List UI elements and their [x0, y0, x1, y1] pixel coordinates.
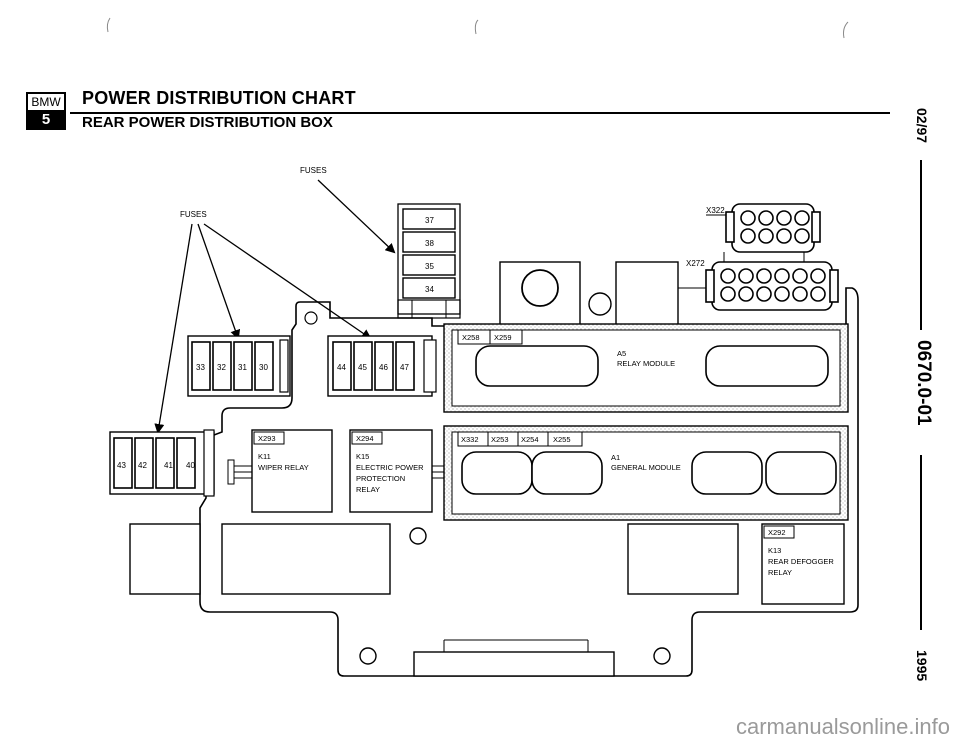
mounting-hole-bottom-right [653, 647, 671, 665]
relay-k13-id: K13 [768, 546, 781, 555]
fuses-left-arrows [154, 223, 372, 434]
page-subtitle: REAR POWER DISTRIBUTION BOX [82, 114, 333, 131]
connector-x293-label: X293 [258, 434, 276, 443]
relay-k13-name-1: REAR DEFOGGER [768, 557, 834, 566]
relay-k11-name: WIPER RELAY [258, 463, 309, 472]
logo-series-number: 5 [28, 112, 64, 128]
module-a5-id: A5 [617, 349, 626, 358]
logo-bmw-text: BMW [28, 94, 64, 112]
mounting-hole-bottom-left [359, 647, 377, 665]
fuses-label-left: FUSES [180, 210, 207, 219]
fuse-40-label: 40 [186, 461, 195, 470]
bottom-bracket [413, 651, 615, 677]
relay-k15: X294 K15 ELECTRIC POWER PROTECTION RELAY [349, 429, 444, 513]
fuse-42-label: 42 [138, 461, 147, 470]
module-a1-name: GENERAL MODULE [611, 463, 681, 472]
fuse-43-label: 43 [117, 461, 126, 470]
fuse-37-label: 37 [425, 216, 434, 225]
connector-x272 [705, 261, 839, 311]
connector-x255-label: X255 [553, 435, 571, 444]
fuse-32-label: 32 [217, 363, 226, 372]
connector-x332-label: X332 [461, 435, 479, 444]
title-rule [70, 112, 890, 114]
fuse-stack-top: 37 38 35 34 [402, 208, 456, 299]
lower-blank-slot-left [221, 523, 391, 595]
connector-x253-label: X253 [491, 435, 509, 444]
general-module-a1: X332 X253 X254 X255 A1 GENERAL MODULE [443, 425, 849, 521]
module-a5-name: RELAY MODULE [617, 359, 675, 368]
fuse-44-label: 44 [337, 363, 346, 372]
relay-k13-name-2: RELAY [768, 568, 792, 577]
relay-k11: X293 K11 WIPER RELAY [227, 429, 333, 513]
relay-k15-name-2: PROTECTION [356, 474, 405, 483]
page-title: POWER DISTRIBUTION CHART [82, 88, 356, 108]
fuse-group-b: 44 45 46 47 [327, 335, 437, 397]
bmw-5-series-logo: BMW 5 [26, 92, 66, 130]
fuse-45-label: 45 [358, 363, 367, 372]
connector-x294-label: X294 [356, 434, 374, 443]
fuse-47-label: 47 [400, 363, 409, 372]
lower-blank-slot-right [627, 523, 739, 595]
connector-x272-label: X272 [686, 259, 705, 268]
blank-housing [615, 261, 679, 327]
fuse-46-label: 46 [379, 363, 388, 372]
relay-k15-name-1: ELECTRIC POWER [356, 463, 424, 472]
connector-x254-label: X254 [521, 435, 539, 444]
connector-x322 [725, 203, 821, 253]
scan-marks [106, 17, 849, 39]
housing-outline [199, 287, 859, 677]
watermark: carmanualsonline.info [735, 714, 950, 739]
fuse-group-a: 33 32 31 30 [187, 335, 291, 397]
fuse-35-label: 35 [425, 262, 434, 271]
fuse-31-label: 31 [238, 363, 247, 372]
fuses-top-arrow [317, 179, 396, 254]
relay-module-a5: X258 X259 A5 RELAY MODULE [443, 323, 849, 413]
relay-k15-name-3: RELAY [356, 485, 380, 494]
fuse-33-label: 33 [196, 363, 205, 372]
fuse-30-label: 30 [259, 363, 268, 372]
relay-k11-id: K11 [258, 452, 271, 461]
mounting-hole-lower [409, 527, 427, 545]
fuse-38-label: 38 [425, 239, 434, 248]
fuse-34-label: 34 [425, 285, 434, 294]
fuse-stack-housing [397, 203, 461, 315]
mounting-hole [588, 292, 612, 316]
mounting-hole-small [304, 311, 318, 325]
relay-k13: X292 K13 REAR DEFOGGER RELAY [761, 523, 845, 605]
connector-x292-label: X292 [768, 528, 786, 537]
fuses-label-top: FUSES [300, 166, 327, 175]
mounting-stud [521, 269, 559, 307]
connector-x259-label: X259 [494, 333, 512, 342]
module-a1-id: A1 [611, 453, 620, 462]
fuse-41-label: 41 [164, 461, 173, 470]
connector-x322-label: X322 [706, 206, 725, 215]
lower-left-tab [129, 523, 201, 595]
connector-x258-label: X258 [462, 333, 480, 342]
fuse-group-c: 43 42 41 40 [109, 429, 215, 497]
relay-k15-id: K15 [356, 452, 369, 461]
